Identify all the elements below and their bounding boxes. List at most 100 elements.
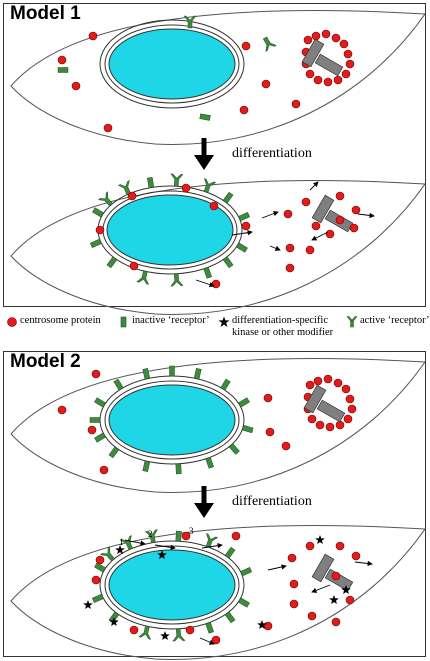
receptor-shape — [117, 180, 131, 196]
receptor-shape — [222, 256, 234, 269]
kinase-star — [83, 600, 93, 609]
receptor-shape — [205, 456, 215, 469]
legend-label: inactive ‘receptor’ — [132, 315, 210, 326]
nucleus — [108, 384, 236, 456]
centrosome-protein — [305, 380, 315, 390]
inactive-receptor — [241, 424, 254, 434]
inactive-receptor — [199, 113, 211, 121]
centrosome-protein — [71, 81, 81, 91]
active-receptor — [205, 533, 219, 548]
kinase-star — [341, 585, 351, 594]
inactive-receptor — [238, 211, 251, 222]
active-receptor — [100, 546, 115, 562]
centrosome-protein — [287, 553, 297, 563]
active-receptor — [117, 180, 131, 196]
centrosome-protein — [313, 75, 323, 85]
centrosome-protein — [333, 75, 343, 85]
centrosome-protein — [343, 414, 353, 424]
inactive-receptor — [224, 546, 236, 559]
inactive-receptor — [203, 266, 213, 279]
centrosome-protein — [335, 215, 345, 225]
inactive-receptor — [228, 443, 240, 455]
inactive-receptor — [222, 191, 234, 204]
inactive-receptor — [224, 611, 236, 624]
movement-arrow — [311, 584, 331, 593]
centrosome-protein — [263, 621, 273, 631]
centrosome-protein — [95, 225, 105, 235]
receptor-shape — [89, 238, 102, 249]
centrosome-protein — [333, 378, 343, 388]
receptor-shape — [94, 432, 106, 443]
receptor-shape — [169, 365, 175, 377]
nucleus — [108, 28, 236, 100]
centrosome-protein — [331, 571, 341, 581]
centrosome-protein — [99, 465, 109, 475]
centrosome-protein — [57, 405, 67, 415]
active-receptor — [170, 273, 184, 287]
centrosome-protein — [129, 261, 139, 271]
inactive-receptor — [205, 621, 215, 634]
nucleus — [108, 549, 236, 621]
centrosome-protein — [335, 420, 345, 430]
receptor-shape — [57, 67, 69, 73]
movement-arrow — [309, 181, 319, 191]
panel-title: Model 1 — [10, 3, 81, 24]
receptor-shape — [224, 611, 236, 624]
centrosome-protein — [351, 551, 361, 561]
receptor-shape — [136, 270, 150, 285]
centriole — [316, 399, 346, 423]
movement-arrow — [201, 542, 223, 549]
centrosome-protein — [87, 425, 97, 435]
inactive-receptor — [106, 256, 118, 269]
centrosome-protein — [343, 49, 353, 59]
inactive-receptor — [142, 460, 151, 472]
inactive-receptor — [205, 456, 215, 469]
receptor-shape — [92, 207, 104, 218]
receptor-shape — [205, 621, 215, 634]
centrosome-protein — [181, 183, 191, 193]
centrosome-protein — [307, 611, 317, 621]
receptor-shape — [199, 113, 211, 121]
receptor-shape — [241, 424, 254, 434]
movement-arrow — [231, 229, 253, 236]
receptor-shape — [175, 530, 182, 542]
receptor-shape — [144, 529, 158, 544]
movement-arrow — [154, 544, 176, 551]
centrosome-protein — [345, 595, 355, 605]
inactive-receptor — [94, 397, 106, 408]
differentiation-label: differentiation — [232, 146, 312, 161]
inactive-receptor — [220, 378, 231, 391]
legend-label: kinase or other modifier — [232, 327, 334, 338]
centrosome-protein — [95, 555, 105, 565]
centrosome-protein — [325, 229, 335, 239]
centrosome-protein — [335, 541, 345, 551]
centrosome-protein — [331, 617, 341, 627]
centrosome-protein — [313, 376, 323, 386]
centrosome-protein — [331, 33, 341, 43]
centrosome-protein — [285, 263, 295, 273]
centrosome-protein — [349, 223, 359, 233]
centrosome-protein — [345, 394, 355, 404]
step-label: 1 — [119, 537, 124, 547]
star-icon — [218, 316, 230, 327]
kinase-star — [109, 617, 119, 626]
kinase-star — [329, 595, 339, 604]
centrosome-protein — [341, 384, 351, 394]
inactive-receptor — [94, 432, 106, 443]
centrosome-protein — [185, 625, 195, 635]
movement-arrow — [261, 211, 279, 219]
centrosome-protein — [181, 531, 191, 541]
receptor-shape — [203, 178, 217, 193]
centrosome-protein — [103, 123, 113, 133]
centrosome-protein — [57, 55, 67, 65]
inactive-receptor — [57, 67, 69, 73]
inactive-receptor — [92, 207, 104, 218]
receptor-shape — [203, 266, 213, 279]
movement-arrow — [354, 560, 373, 567]
cell-outline — [10, 525, 426, 660]
inactive-receptor — [169, 365, 175, 377]
nuclear-envelope-inner — [104, 24, 240, 104]
centrosome-protein — [239, 105, 249, 115]
centrosome-protein — [91, 369, 101, 379]
receptor-shape — [240, 566, 253, 577]
